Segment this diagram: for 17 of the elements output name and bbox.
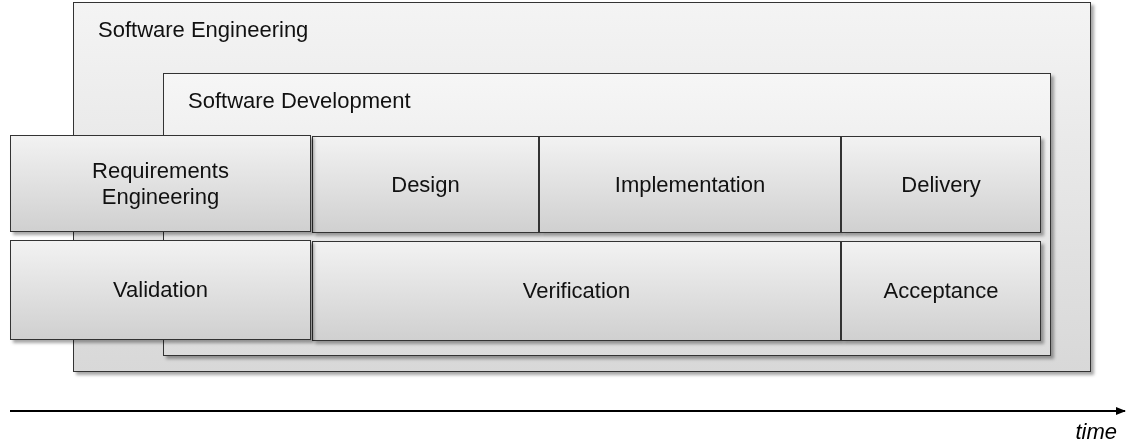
phase-label: Design	[390, 171, 461, 198]
phase-box	[10, 135, 311, 232]
frame-title: Software Development	[188, 88, 411, 114]
activity-box	[312, 241, 841, 341]
activity-label: Validation	[112, 277, 209, 303]
frame-title: Software Engineering	[98, 17, 309, 43]
phase-box	[312, 136, 539, 233]
phase-label: Requirements Engineering	[91, 157, 230, 210]
activity-label: Acceptance	[882, 278, 1000, 304]
activity-box	[841, 241, 1041, 341]
activity-box	[10, 240, 311, 340]
phase-label: Implementation	[613, 171, 767, 198]
phase-box	[841, 136, 1041, 233]
phase-box	[539, 136, 841, 233]
phase-label: Delivery	[900, 171, 982, 198]
activity-label: Verification	[521, 278, 632, 304]
axis-label: time	[1075, 419, 1117, 445]
